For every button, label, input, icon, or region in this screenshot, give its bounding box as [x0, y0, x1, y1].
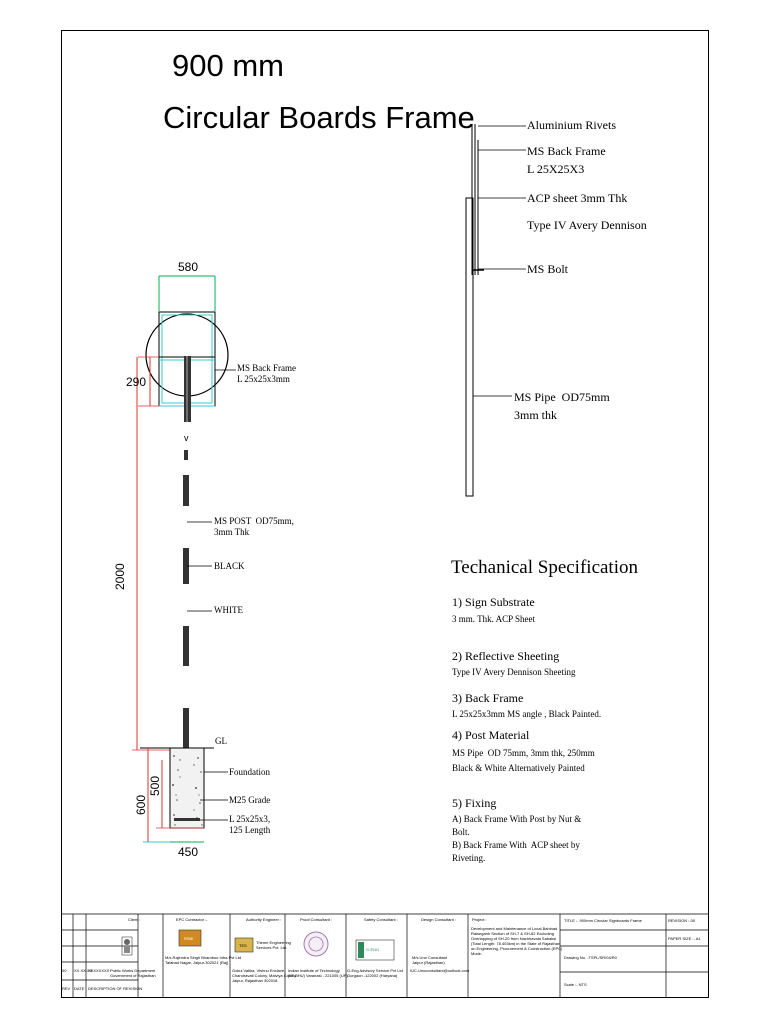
side-view-leaders — [473, 125, 526, 397]
tb-epc-head: EPC Contractor :- — [176, 917, 208, 922]
spec-heading: Techanical Specification — [451, 557, 638, 578]
drawing-title-name: Circular Boards Frame — [163, 100, 475, 135]
label-ms-bolt: MS Bolt — [527, 262, 569, 276]
tb-design-head: Design Consultant : — [421, 917, 456, 922]
tb-client-body: Public Works Department Government of Ra… — [110, 968, 156, 978]
tb-paper-size: PAPER SIZE :- A1 — [668, 936, 701, 941]
tb-epc-body: M/s Rajendra Singh Bhamboo Infra Pvt Ltd… — [165, 955, 242, 965]
dim-height-2000 — [132, 357, 184, 751]
tb-epc-logo: RSBI — [184, 936, 194, 941]
rev-header-date: DATE — [74, 986, 85, 991]
spec-item-4-head: 4) Post Material — [452, 728, 530, 742]
spec-item-5-body: A) Back Frame With Post by Nut & Bolt. B… — [452, 814, 582, 863]
spec-item-3-head: 3) Back Frame — [452, 691, 524, 705]
label-aluminium-rivets: Aluminium Rivets — [527, 118, 617, 132]
tb-drawing-no: Drawing No. -TSPL/SR/04/R0 — [564, 955, 617, 960]
tb-scale: Scale :- NTS — [564, 982, 587, 987]
dim-label-500: 500 — [148, 775, 162, 796]
drawing-sheet — [61, 30, 709, 998]
tb-design-email: IUC.Unoconsultant@outlook.com — [410, 968, 470, 973]
title-block-grid — [61, 913, 709, 998]
spec-item-5-head: 5) Fixing — [452, 796, 497, 810]
foundation-block — [169, 747, 205, 829]
rev-row-1c: XXXXXXXX — [88, 968, 110, 973]
tb-client-head: Client : — [128, 917, 141, 922]
spec-item-1-body: 3 mm. Thk. ACP Sheet — [452, 614, 536, 624]
dim-label-580: 580 — [178, 260, 199, 274]
tb-authority-addr: Gokul Vatika, Vishnu Enclave, Chandravat… — [232, 968, 297, 983]
iit-seal-logo — [303, 931, 329, 957]
label-m25-grade: M25 Grade — [229, 795, 271, 805]
dim-width-580 — [158, 275, 216, 312]
dim-label-450: 450 — [178, 845, 199, 859]
dim-label-2000: 2000 — [113, 563, 127, 590]
label-black: BLACK — [214, 561, 245, 571]
elevation-leaders — [187, 369, 236, 821]
tb-authority-head: Authority Engineer : — [246, 917, 282, 922]
label-acp-sheet: ACP sheet 3mm Thk — [527, 191, 628, 205]
spec-item-3-body: L 25x25x3mm MS angle , Black Painted. — [452, 709, 602, 719]
label-white: WHITE — [214, 605, 243, 615]
label-ms-pipe: MS Pipe OD75mm 3mm thk — [514, 390, 610, 422]
spec-item-2-body: Type IV Avery Dennison Sheeting — [452, 667, 576, 677]
label-side-back-frame: MS Back Frame L 25X25X3 — [527, 144, 606, 176]
label-angle: L 25x25x3, 125 Length — [229, 814, 271, 835]
label-avery: Type IV Avery Dennison — [527, 218, 647, 232]
rev-row-1a: 00 — [62, 968, 67, 973]
tb-project-body: Development and Maintenance of Local Bah… — [471, 926, 563, 956]
tb-authority-body: Theme Engineering Services Pvt. Ltd. — [256, 940, 291, 950]
dim-label-600: 600 — [134, 794, 148, 815]
rev-header-desc: DESCRIPTION OF REVISION — [88, 986, 143, 991]
tb-proof-head: Proof Consultant : — [300, 917, 333, 922]
dim-foundation — [143, 748, 204, 843]
label-elev-back-frame: MS Back Frame L 25x25x3mm — [237, 363, 296, 384]
label-foundation: Foundation — [229, 767, 271, 777]
tb-title: TITLE :- 900mm Circular Signboards Frame — [564, 918, 642, 923]
circular-board — [145, 311, 229, 422]
spec-item-1-head: 1) Sign Substrate — [452, 595, 535, 609]
label-ms-post: MS POST OD75mm, 3mm Thk — [214, 516, 294, 537]
spec-item-2-head: 2) Reflective Sheeting — [452, 649, 560, 663]
dim-half-290 — [138, 356, 159, 407]
tb-authority-logo: TES — [239, 943, 247, 948]
tes-logo — [234, 937, 254, 953]
emblem-logo — [121, 936, 133, 956]
tb-safety-logo: G-ENG — [366, 947, 380, 952]
rsbi-logo — [178, 929, 202, 947]
dim-label-290: 290 — [126, 375, 147, 389]
tb-safety-body: G-Eng Advisory Service Pvt Ltd Gurgaon -… — [347, 968, 403, 978]
rev-row-1b: XX.XX.XX — [74, 968, 93, 973]
tb-design-body: M/s Uno Consultant Jaipur (Rajasthan) — [412, 955, 448, 965]
marker-v: v — [184, 433, 189, 443]
side-view-post — [465, 124, 484, 497]
tb-project-head: Project : — [472, 917, 487, 922]
tb-proof-body: Indian Institute of Technology (IIT-BHU)… — [288, 968, 348, 978]
spec-item-4-body: MS Pipe OD 75mm, 3mm thk, 250mm Black & … — [452, 748, 595, 773]
tb-safety-head: Safety Consultant : — [364, 917, 398, 922]
tb-revision: REVISION :-00 — [668, 918, 696, 923]
rev-header-rev: REV — [62, 986, 71, 991]
geng-logo — [355, 939, 395, 961]
label-gl: GL — [215, 736, 227, 746]
drawing-title-size: 900 mm — [172, 48, 284, 83]
